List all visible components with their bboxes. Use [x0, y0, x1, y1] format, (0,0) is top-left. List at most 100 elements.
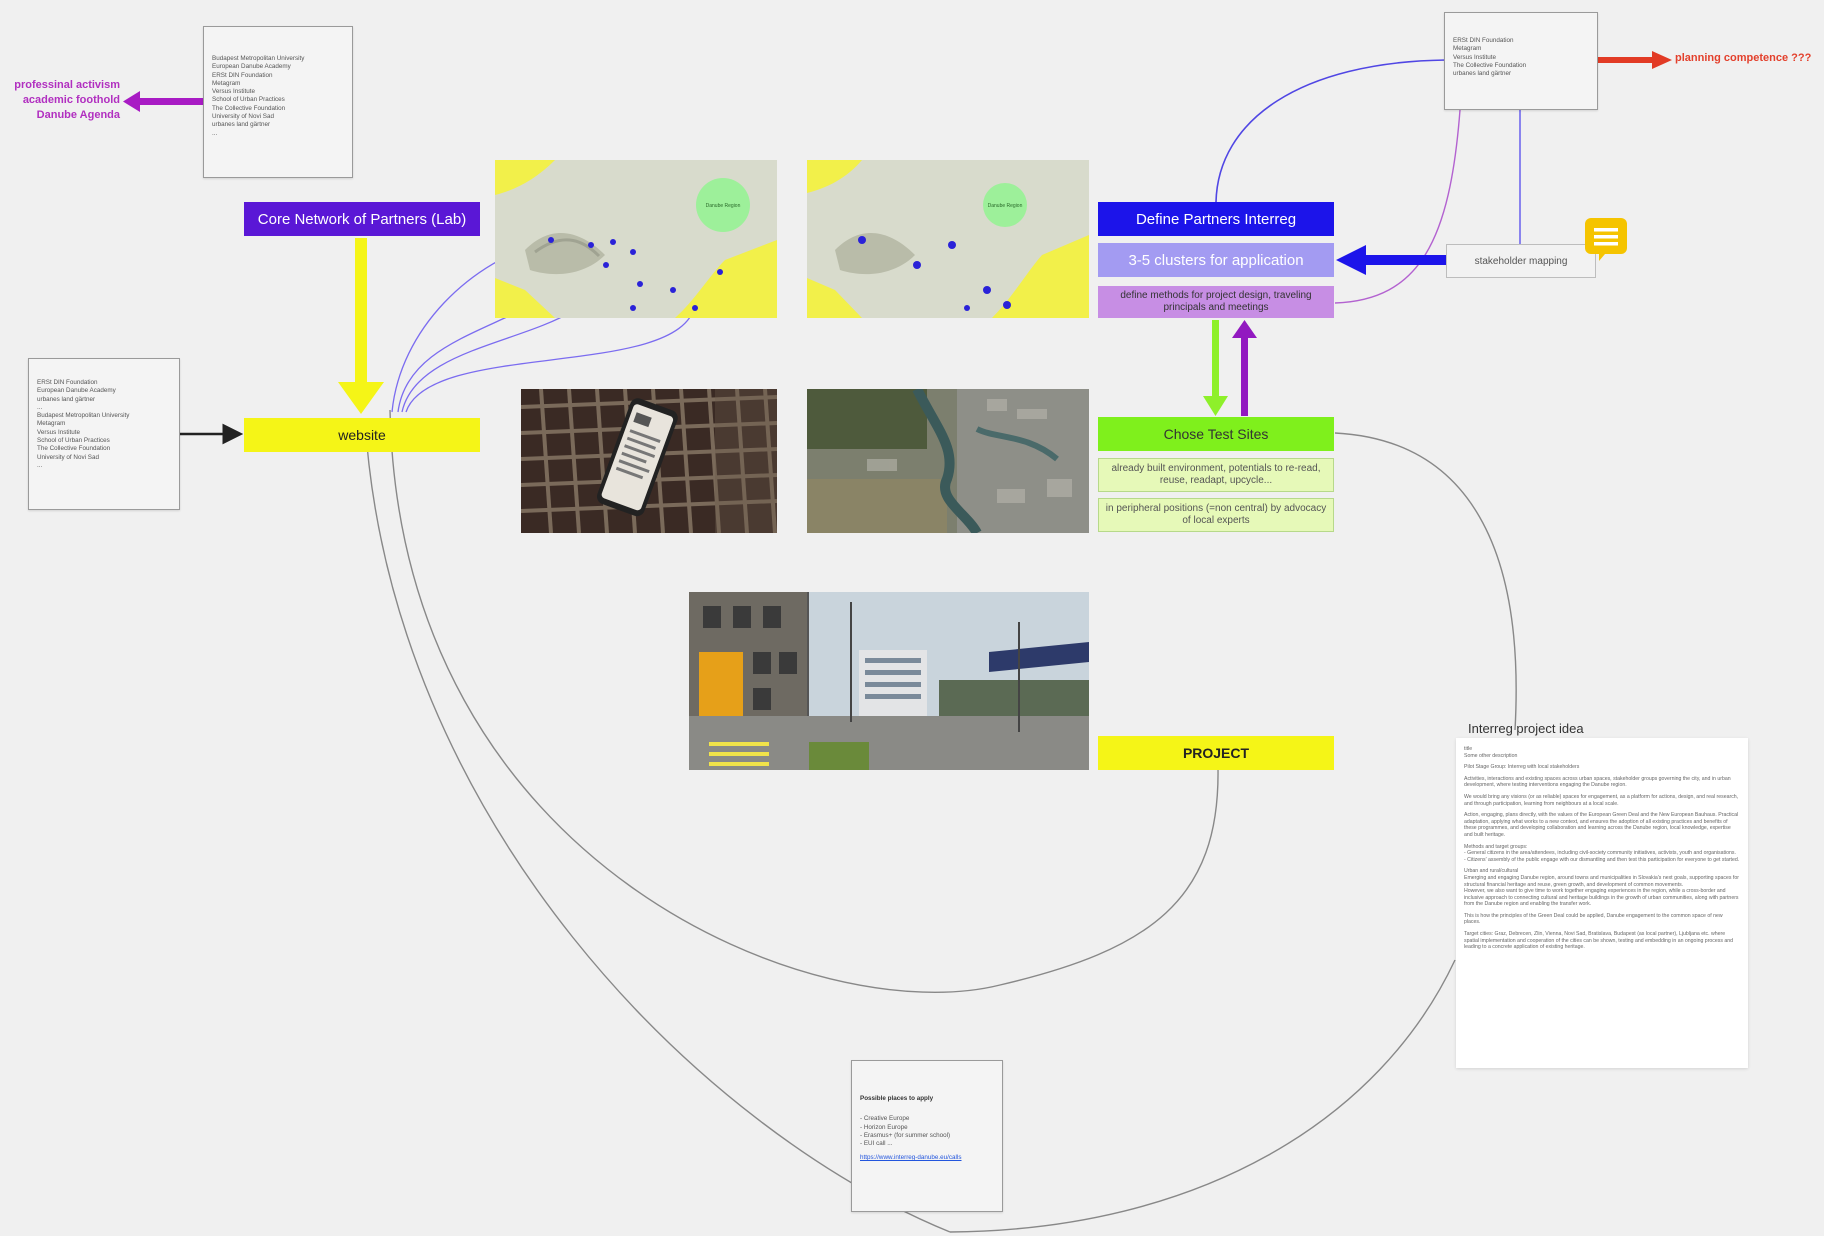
- map-left-graphic: Danube Region: [495, 160, 777, 318]
- arrow-methods-sites: [1203, 320, 1228, 416]
- note-line: Budapest Metropolitan University: [37, 412, 130, 420]
- photo-phone-graphic: [521, 389, 777, 533]
- clusters-box[interactable]: 3-5 clusters for application: [1098, 243, 1334, 277]
- website-label: website: [338, 427, 386, 443]
- built-environment-box[interactable]: already built environment, potentials to…: [1098, 458, 1334, 492]
- note-line: Versus Institute: [212, 88, 256, 96]
- project-label: PROJECT: [1182, 745, 1250, 761]
- connector-note-methods: [1334, 109, 1461, 304]
- note-line: - Horizon Europe: [860, 1123, 908, 1131]
- map-right[interactable]: Danube Region: [807, 160, 1089, 318]
- connector-sites-doc: [1334, 432, 1517, 731]
- note-line: urbanes land gärtner: [37, 395, 96, 403]
- note-line: The Collective Foundation: [37, 445, 111, 453]
- note-line: European Danube Academy: [37, 387, 116, 395]
- connector-places-doc: [949, 959, 1456, 1233]
- note-places[interactable]: Possible places to apply - Creative Euro…: [851, 1060, 1003, 1212]
- note-places-link[interactable]: https://www.interreg-danube.eu/calls: [860, 1154, 962, 1162]
- note-line: ...: [212, 129, 218, 137]
- planning-competence-label: planning competence ???: [1675, 52, 1812, 64]
- doc-title: Interreg project idea: [1468, 721, 1584, 736]
- map-left-circle-label: Danube Region: [706, 203, 741, 209]
- note-line: Versus Institute: [37, 428, 81, 436]
- doc-paragraph: We would bring any visions (or as reliab…: [1464, 793, 1739, 807]
- photo-street[interactable]: [689, 592, 1089, 770]
- note-line: - Creative Europe: [860, 1115, 910, 1123]
- doc-paragraph: Pilot Stage Group: Interreg with local s…: [1464, 764, 1580, 771]
- connector-website-places: [364, 419, 951, 1233]
- left-labels: professinal activism academic foothold D…: [2, 78, 120, 123]
- note-line: The Collective Foundation: [1453, 61, 1527, 69]
- note-left[interactable]: ERSt DIN Foundation European Danube Acad…: [28, 358, 180, 510]
- note-top-right[interactable]: ERSt DIN Foundation Metagram Versus Inst…: [1444, 12, 1598, 110]
- left-label-1: professinal activism: [14, 79, 120, 91]
- arrow-stakeholder-clusters: [1336, 245, 1447, 275]
- note-line: urbanes land gärtner: [1453, 70, 1512, 78]
- methods-label: define methods for project design, trave…: [1120, 290, 1312, 313]
- peripheral-label: in peripheral positions (=non central) b…: [1105, 503, 1327, 526]
- define-partners-box[interactable]: Define Partners Interreg: [1098, 202, 1334, 236]
- doc-paragraph: This is how the principles of the Green …: [1464, 912, 1723, 926]
- interreg-doc[interactable]: title Some other description Pilot Stage…: [1456, 738, 1748, 1068]
- doc-paragraph: Urban and rural/cultural Emerging and en…: [1464, 868, 1739, 908]
- doc-paragraph: Action, engaging, plans directly, with t…: [1464, 812, 1739, 838]
- core-network-label: Core Network of Partners (Lab): [257, 210, 467, 228]
- doc-paragraph: title Some other description: [1464, 746, 1518, 759]
- note-line: The Collective Foundation: [212, 104, 286, 112]
- chose-test-sites-box[interactable]: Chose Test Sites: [1098, 417, 1334, 451]
- left-label-3: Danube Agenda: [36, 109, 120, 121]
- note-line: Budapest Metropolitan University: [212, 55, 305, 62]
- note-line: School of Urban Practices: [212, 96, 285, 104]
- left-label-2: academic foothold: [22, 94, 120, 106]
- note-line: Metagram: [1453, 45, 1482, 53]
- connector-website-project: [389, 409, 1219, 993]
- core-network-box[interactable]: Core Network of Partners (Lab): [244, 202, 480, 236]
- built-environment-label: already built environment, potentials to…: [1111, 463, 1321, 486]
- comment-icon[interactable]: [1585, 218, 1627, 261]
- website-box[interactable]: website: [244, 418, 480, 452]
- doc-paragraph: Activities, interactions and existing sp…: [1464, 775, 1731, 789]
- comment-icon-glyph: [1594, 228, 1618, 261]
- note-line: Metagram: [37, 420, 66, 428]
- photo-aerial-graphic: [807, 389, 1089, 533]
- note-line: ...: [37, 461, 43, 469]
- doc-paragraph: Target cities: Graz, Debrecen, Zlin, Vie…: [1464, 931, 1734, 951]
- clusters-label: 3-5 clusters for application: [1128, 251, 1304, 269]
- map-right-circle-label: Danube Region: [988, 203, 1023, 209]
- note-line: Versus Institute: [1453, 53, 1497, 61]
- photo-phone-grid[interactable]: [521, 389, 777, 533]
- note-line: European Danube Academy: [212, 63, 291, 71]
- note-line: ERSt DIN Foundation: [1453, 37, 1514, 44]
- note-line: ERSt DIN Foundation: [37, 379, 98, 386]
- note-line: ERSt DIN Foundation: [212, 71, 273, 79]
- note-line: University of Novi Sad: [37, 453, 99, 461]
- stakeholder-mapping-label: stakeholder mapping: [1474, 255, 1568, 267]
- note-line: - Erasmus+ (for summer school): [860, 1131, 951, 1139]
- connector-partners-note: [1215, 59, 1447, 203]
- chose-test-sites-label: Chose Test Sites: [1163, 426, 1269, 442]
- stakeholder-mapping-box[interactable]: stakeholder mapping: [1446, 244, 1596, 278]
- connector-website-map-4: [405, 304, 696, 413]
- arrow-to-left-labels: [123, 91, 203, 112]
- note-line: Metagram: [212, 79, 241, 87]
- note-line: University of Novi Sad: [212, 113, 274, 121]
- note-line: - EUI call ...: [860, 1140, 893, 1148]
- methods-box[interactable]: define methods for project design, trave…: [1098, 286, 1334, 318]
- note-top-left[interactable]: Budapest Metropolitan University Europea…: [203, 26, 353, 178]
- note-line: School of Urban Practices: [37, 437, 110, 445]
- arrow-sites-methods: [1232, 320, 1257, 416]
- note-line: ...: [37, 403, 43, 411]
- map-left[interactable]: Danube Region: [495, 160, 777, 318]
- arrow-core-website: [338, 238, 384, 414]
- project-box[interactable]: PROJECT: [1098, 736, 1334, 770]
- peripheral-box[interactable]: in peripheral positions (=non central) b…: [1098, 498, 1334, 532]
- map-right-graphic: Danube Region: [807, 160, 1089, 318]
- doc-paragraph: Methods and target groups: - General cit…: [1464, 843, 1740, 863]
- note-line: urbanes land gärtner: [212, 121, 271, 129]
- arrow-to-planning: [1598, 51, 1672, 69]
- define-partners-label: Define Partners Interreg: [1135, 210, 1297, 228]
- photo-street-graphic: [689, 592, 1089, 770]
- note-places-title: Possible places to apply: [860, 1095, 934, 1102]
- photo-aerial[interactable]: [807, 389, 1089, 533]
